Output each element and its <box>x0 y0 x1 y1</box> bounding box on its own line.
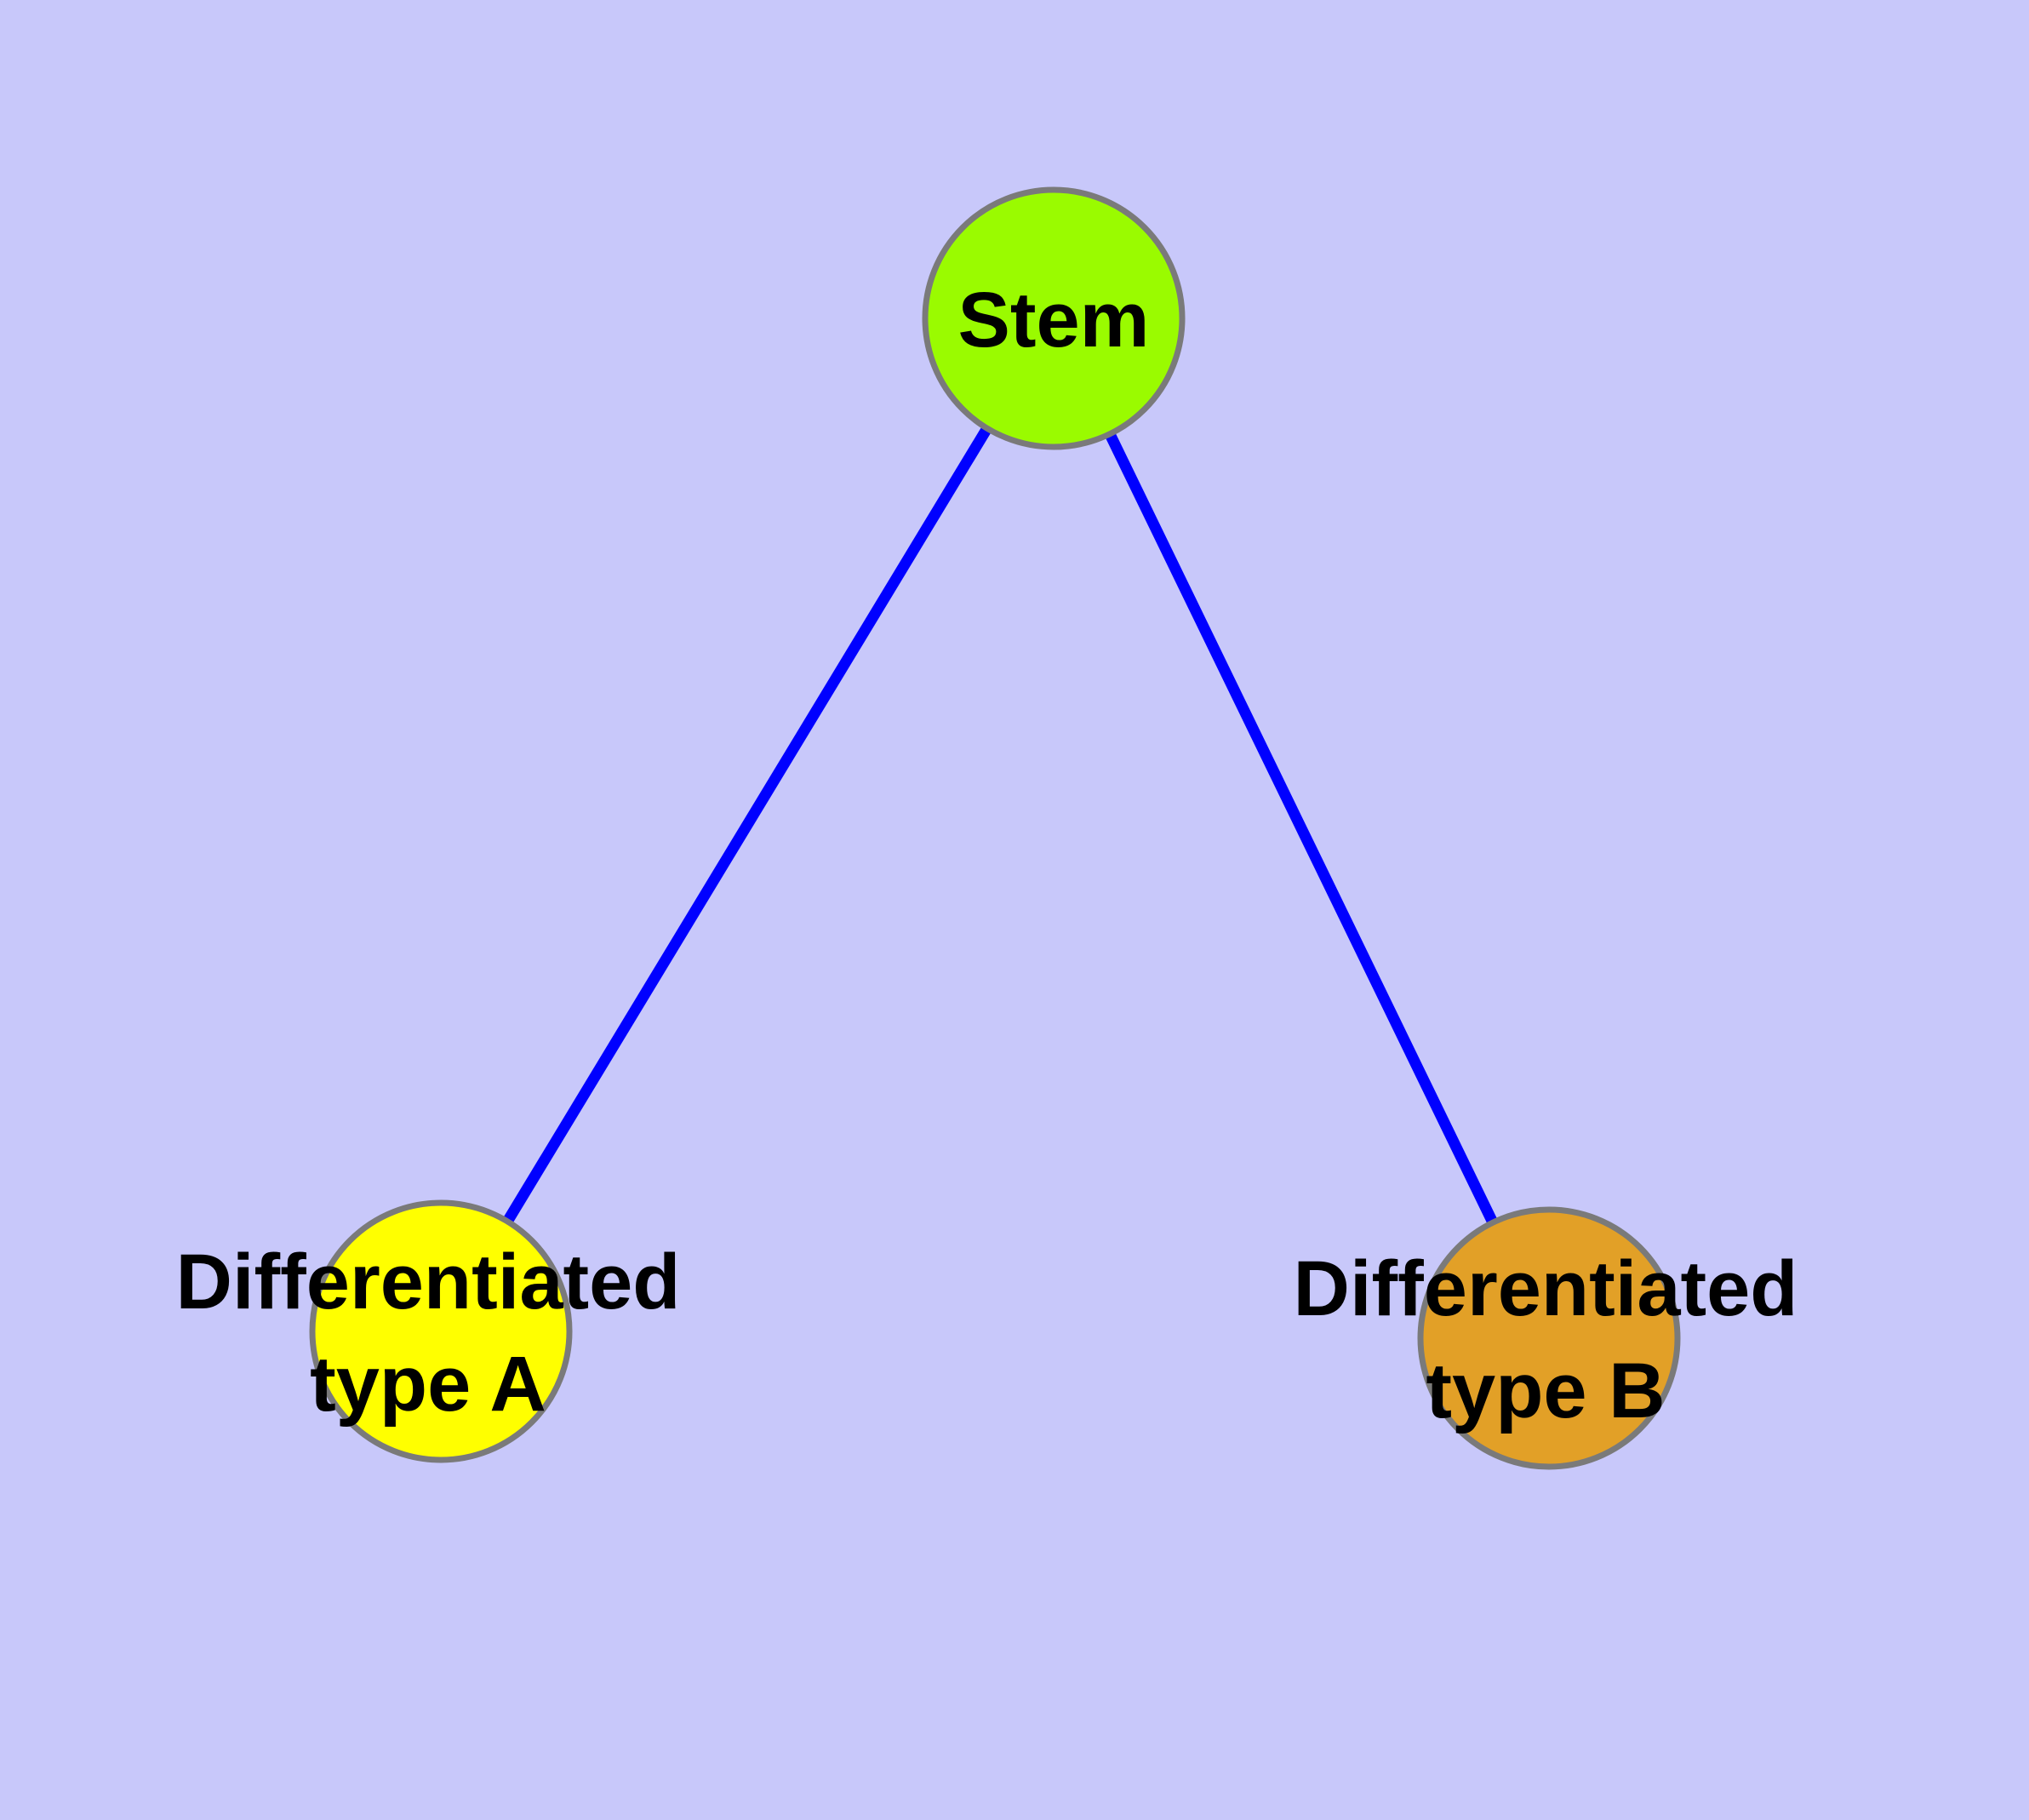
node-differentiated-type-b-label-line2: type B <box>1426 1348 1665 1434</box>
node-stem-label: Stem <box>958 277 1150 363</box>
edge-stem-to-type-b <box>1049 316 1554 1341</box>
node-differentiated-type-a-circle <box>309 1199 573 1463</box>
node-differentiated-type-a-label-line2: type A <box>310 1341 546 1428</box>
node-differentiated-type-b-circle <box>1417 1206 1681 1470</box>
node-stem-circle <box>922 186 1186 450</box>
node-differentiated-type-b-label-line1: Differentiated <box>1294 1245 1798 1332</box>
node-differentiated-type-a-label-line1: Differentiated <box>176 1239 681 1325</box>
edge-stem-to-type-a <box>436 315 1059 1335</box>
